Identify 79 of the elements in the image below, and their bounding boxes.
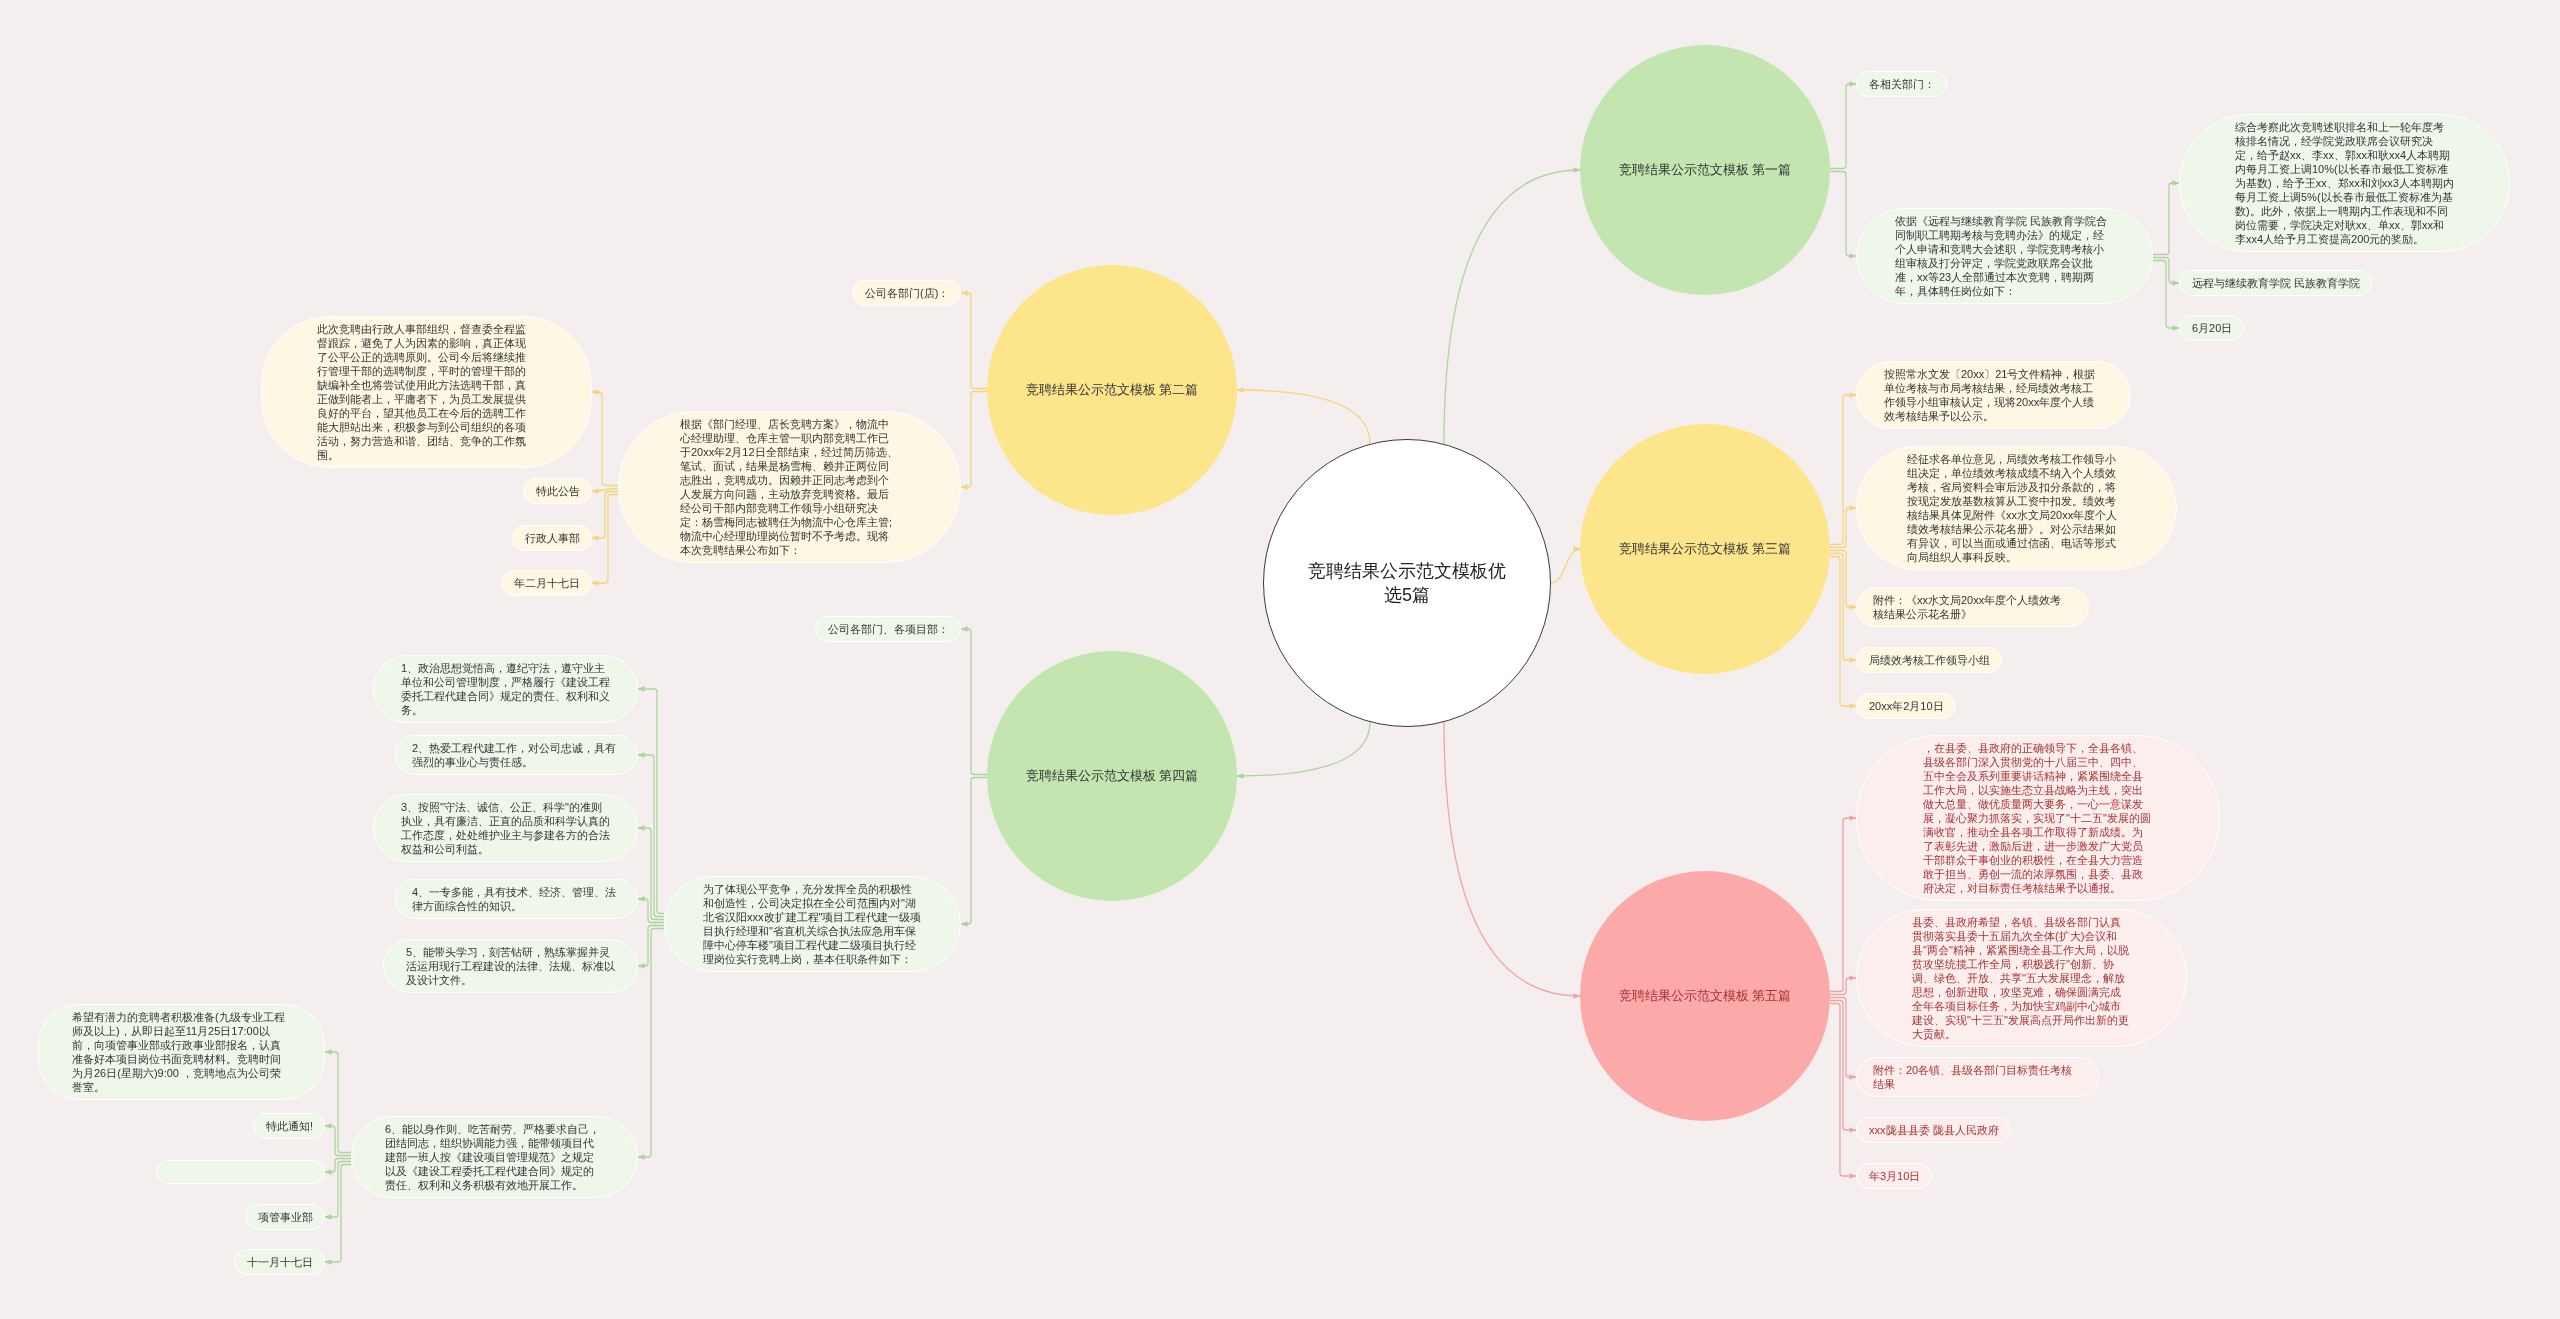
branch-topic: 竞聘结果公示范文模板 第二篇 bbox=[987, 265, 1237, 515]
subtopic: 依据《远程与继续教育学院 民族教育学院合同制职工聘期考核与竞聘办法》的规定，经个人申请和竞聘大会述职，学院竞聘考核小组审核及打分评定，学院党政联席会议批准，xx等23人全部通过本次竞聘，聘期两年，具体聘任岗位如下： bbox=[1856, 208, 2153, 304]
connector bbox=[591, 487, 619, 494]
subtopic: 项管事业部 bbox=[245, 1204, 325, 1230]
connector bbox=[960, 776, 988, 927]
subtopic: 县委、县政府希望，各镇、县级各部门认真贯彻落实县委十五届九次全体(扩大)会议和县"两会"精神，紧紧围绕全县工作大局，以脱贫攻坚统揽工作全局，积极践行"创新、协调、绿色、开放、共享"五大发展理念，解放思想，创新进取，攻坚克难，确保圆满完成全年各项目标任务，为加快宝鸡副中心城市建设、实现"十三五"发展高点开局作出新的更大贡献。 bbox=[1856, 909, 2187, 1047]
connector bbox=[1829, 81, 1857, 170]
subtopic: 3、按照"守法、诚信、公正、科学"的准则执业，具有廉洁、正直的品质和科学认真的工作态度，处处维护业主与参建各方的合法权益和公司利益。 bbox=[373, 794, 638, 862]
branch-topic: 竞聘结果公示范文模板 第五篇 bbox=[1580, 871, 1830, 1121]
subtopic: 按照常水文发〔20xx〕21号文件精神，根据单位考核与市局考核结果，经局绩效考核工作领导小组审核认定，现将20xx年度个人绩效考核结果予以公示。 bbox=[1856, 361, 2131, 429]
subtopic: 4、一专多能，具有技术、经济、管理、法律方面综合性的知识。 bbox=[395, 879, 638, 919]
blank-subtopic bbox=[156, 1160, 325, 1184]
subtopic: 年二月十七日 bbox=[501, 570, 592, 596]
branch-topic: 竞聘结果公示范文模板 第四篇 bbox=[987, 651, 1237, 901]
connector bbox=[1829, 975, 1857, 996]
branch-topic: 竞聘结果公示范文模板 第一篇 bbox=[1580, 45, 1830, 295]
connector bbox=[2152, 259, 2180, 331]
subtopic: 年3月10日 bbox=[1856, 1163, 1932, 1189]
subtopic: 公司各部门(店)： bbox=[852, 280, 961, 306]
connector bbox=[324, 1157, 352, 1175]
subtopic: 6、能以身作则、吃苦耐劳、严格要求自己，团结同志，组织协调能力强，能带领项目代建部一班人按《建设项目管理规范》之规定以及《建设工程委托工程代建合同》规定的责任、权利和义务积极有效地开展工作。 bbox=[351, 1116, 638, 1198]
subtopic: 经征求各单位意见，局绩效考核工作领导小组决定，单位绩效考核成绩不纳入个人绩效考核，省局资料会审后涉及扣分条款的，将按现定发放基数核算从工资中扣发。绩效考核结果具体见附件《xx水文局20xx年度个人绩效考核结果公示花名册》。对公示结果如有异议，可以当面或通过信函、电话等形式向局组织人事科反映。 bbox=[1856, 446, 2177, 570]
connector bbox=[1829, 170, 1857, 259]
connector bbox=[1236, 721, 1371, 779]
subtopic: 公司各部门、各项目部： bbox=[815, 616, 961, 642]
connector bbox=[960, 390, 988, 490]
connector bbox=[960, 290, 988, 390]
subtopic: 5、能带头学习，刻苦钻研，熟练掌握并灵活运用现行工程建设的法律、法规、标准以及设计文件。 bbox=[383, 939, 638, 993]
subtopic: 远程与继续教育学院 民族教育学院 bbox=[2179, 270, 2372, 296]
connector bbox=[1550, 547, 1581, 584]
connector bbox=[591, 490, 619, 541]
connector bbox=[1829, 549, 1857, 610]
subtopic: 希望有潜力的竞聘者积极准备(九级专业工程师及以上)，从即日起至11月25日17:00以前，向项管事业部或行政事业部报名，认真准备好本项目岗位书面竞聘材料。竞聘时间为月26日(星期六)9:00 ，竞聘地点为公司荣誉室。 bbox=[38, 1004, 325, 1100]
connector bbox=[2152, 256, 2180, 286]
connector bbox=[1829, 555, 1857, 709]
connector bbox=[1236, 387, 1371, 445]
connector bbox=[1829, 996, 1857, 1080]
connector bbox=[591, 389, 619, 487]
subtopic: 行政人事部 bbox=[512, 525, 592, 551]
subtopic: 局绩效考核工作领导小组 bbox=[1856, 647, 2002, 673]
connector bbox=[637, 825, 665, 921]
subtopic: 附件：《xx水文局20xx年度个人绩效考核结果公示花名册》 bbox=[1856, 587, 2089, 627]
connector bbox=[324, 1160, 352, 1220]
subtopic: xxx陇县县委 陇县人民政府 bbox=[1856, 1117, 2011, 1143]
subtopic: 2、热爱工程代建工作，对公司忠诚，具有强烈的事业心与责任感。 bbox=[395, 735, 638, 775]
connector bbox=[1829, 505, 1857, 549]
subtopic: 各相关部门： bbox=[1856, 71, 1947, 97]
connector bbox=[637, 686, 665, 915]
connector bbox=[1829, 999, 1857, 1133]
connector bbox=[324, 1049, 352, 1154]
connector bbox=[2152, 180, 2180, 256]
connector bbox=[1443, 167, 1581, 445]
connector bbox=[637, 924, 665, 969]
subtopic: 十一月十七日 bbox=[234, 1249, 325, 1275]
subtopic: 根据《部门经理、店长竞聘方案》，物流中心经理助理、仓库主管一职内部竞聘工作已于20xx年2月12日全部结束，经过简历筛选、笔试、面试，结果是杨雪梅、赖井正两位同志胜出，竞聘成功。因赖井正同志考虑到个人发展方向问题，主动放弃竞聘资格。最后经公司干部内部竞聘工作领导小组研究决定：杨雪梅同志被聘任为物流中心仓库主管;物流中心经理助理岗位暂时不予考虑。现将本次竞聘结果公布如下： bbox=[618, 411, 961, 563]
subtopic: 1、政治思想觉悟高，遵纪守法，遵守业主单位和公司管理制度，严格履行《建设工程委托工程代建合同》规定的责任、权利和义务。 bbox=[373, 655, 638, 723]
connector bbox=[637, 896, 665, 924]
central-topic: 竞聘结果公示范文模板优选5篇 bbox=[1263, 439, 1551, 727]
branch-topic: 竞聘结果公示范文模板 第三篇 bbox=[1580, 424, 1830, 674]
connector bbox=[1443, 721, 1581, 999]
connector bbox=[1829, 392, 1857, 546]
subtopic: 综合考察此次竞聘述职排名和上一轮年度考核排名情况，经学院党政联席会议研究决定，给予赵xx、李xx、郭xx和耿xx4人本聘期内每月工资上调10%(以长春市最低工资标准为基数)，给予王xx、郑xx和刘xx3人本聘期内每月工资上调5%(以长春市最低工资标准为基数)。此外，依据上一聘期内工作表现和不同岗位需要，学院决定对耿xx、单xx、郭xx和李xx4人给予月工资提高200元的奖励。 bbox=[2179, 114, 2510, 252]
connector bbox=[324, 1163, 352, 1265]
subtopic: 为了体现公平竞争，充分发挥全员的积极性和创造性，公司决定拟在全公司范围内对"湖北省汉阳xxx改扩建工程"项目工程代建一级项目执行经理和"省直机关综合执法应急用车保障中心停车楼"项目工程代建二级项目执行经理岗位实行竞聘上岗，基本任职条件如下： bbox=[664, 876, 961, 972]
connector bbox=[637, 927, 665, 1160]
connector bbox=[1829, 552, 1857, 663]
subtopic: 特此公告 bbox=[523, 478, 592, 504]
subtopic: 20xx年2月10日 bbox=[1856, 693, 1956, 719]
subtopic: 特此通知! bbox=[253, 1113, 325, 1139]
connector bbox=[1829, 815, 1857, 993]
connector bbox=[1829, 1002, 1857, 1179]
subtopic: 6月20日 bbox=[2179, 315, 2244, 341]
subtopic: 此次竞聘由行政人事部组织，督查委全程监督跟踪，避免了人为因素的影响，真正体现了公平公正的选聘原则。公司今后将继续推行管理干部的选聘制度，平时的管理干部的缺编补全也将尝试使用此方法选聘干部，真正做到能者上，平庸者下，为员工发展提供良好的平台，望其他员工在今后的选聘工作能大胆站出来，积极参与到公司组织的各项活动，努力营造和谐、团结、竞争的工作氛围。 bbox=[261, 316, 592, 468]
connector bbox=[637, 752, 665, 918]
subtopic: 附件：20各镇、县级各部门目标责任考核结果 bbox=[1856, 1057, 2099, 1097]
connector bbox=[324, 1123, 352, 1157]
connector bbox=[591, 493, 619, 586]
subtopic: ，在县委、县政府的正确领导下，全县各镇、县级各部门深入贯彻党的十八届三中、四中、五中全会及系列重要讲话精神，紧紧围绕全县工作大局，以实施生态立县战略为主线，突出做大总量、做优质量两大要务，一心一意谋发展，凝心聚力抓落实，实现了"十二五"发展的圆满收官，推动全县各项工作取得了新成绩。为了表彰先进，激励后进，进一步激发广大党员干部群众干事创业的积极性，在全县大力营造敢于担当、勇创一流的浓厚氛围，县委、县政府决定，对目标责任考核结果予以通报。 bbox=[1856, 735, 2220, 901]
connector bbox=[960, 626, 988, 776]
